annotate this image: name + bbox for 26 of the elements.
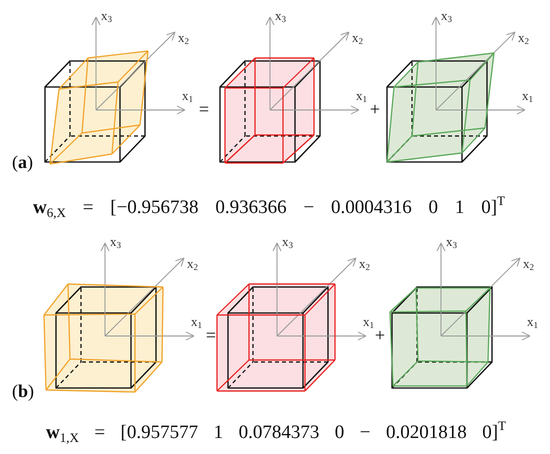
- axis-label: x$_{3}$: [101, 9, 112, 25]
- vector-formula: w$_{1,X}$ = [0.957577 1 0.0784373 0 − 0.0201818 0]$^{T}$: [46, 418, 506, 446]
- panel-label: (b): [12, 382, 34, 402]
- axis-label: x$_{1}$: [191, 315, 202, 331]
- axis-label: x$_{3}$: [282, 235, 293, 251]
- axis-label: x$_{3}$: [110, 235, 121, 251]
- axis-label: x$_{2}$: [178, 31, 189, 47]
- plus-operator: +: [370, 100, 380, 120]
- equals-operator: =: [198, 100, 210, 120]
- panel-label: (a): [12, 153, 33, 173]
- axis-label: x$_{2}$: [187, 257, 198, 273]
- axis-label: x$_{1}$: [363, 315, 374, 331]
- axis-label: x$_{3}$: [446, 235, 457, 251]
- axis-label: x$_{2}$: [518, 31, 529, 47]
- axis-label: x$_{3}$: [275, 9, 286, 25]
- plus-operator: +: [374, 326, 386, 346]
- axis-label: x$_{2}$: [352, 31, 363, 47]
- axis-label: x$_{1}$: [522, 89, 533, 105]
- vector-formula: w$_{6,X}$ = [−0.956738 0.936366 − 0.0004316 0 1 0]$^{T}$: [33, 194, 505, 220]
- equals-operator: =: [206, 326, 216, 346]
- axis-label: x$_{3}$: [441, 9, 452, 25]
- axis-label: x$_{1}$: [356, 89, 367, 105]
- axis-label: x$_{2}$: [523, 257, 534, 273]
- axis-label: x$_{2}$: [359, 257, 370, 273]
- axis-label: x$_{1}$: [527, 315, 538, 331]
- axis-label: x$_{1}$: [182, 89, 193, 105]
